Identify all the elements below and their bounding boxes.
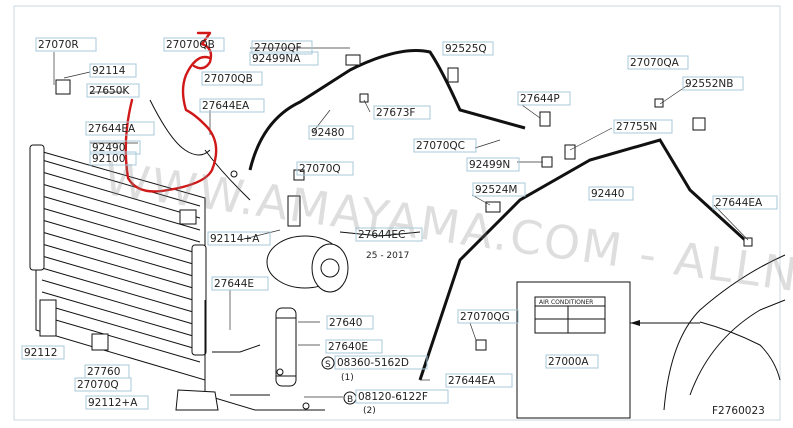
label-27070q-upper: 27070Q [299,163,341,175]
label-92499na: 92499NA [252,53,301,65]
label-92480: 92480 [311,127,344,139]
label-27644e: 27644E [214,278,254,290]
label-92440: 92440 [591,188,624,200]
label-27070qb-top: 27070QB [166,39,215,51]
label-92100: 92100 [92,153,125,165]
label-27644ea-mid: 27644EA [202,100,250,112]
label-27640: 27640 [329,317,362,329]
label-27070qg: 27070QG [460,311,510,323]
label-08120-6122f: 08120-6122F [358,391,428,403]
label-92112: 92112 [24,347,57,359]
label-92552nb: 92552NB [685,78,733,90]
label-27673f: 27673F [376,107,415,119]
label-27070q-lower: 27070Q [77,379,119,391]
label-27070r: 27070R [38,39,79,51]
label-27070qf: 27070QF [254,42,302,54]
label-date: 25 - 2017 [366,251,409,261]
red-annotation: 3 [124,31,218,193]
bolt-marker-b: B [347,395,353,405]
label-92114: 92114 [92,65,126,77]
label-27644ec: 27644EC [358,229,405,241]
label-27650k: 27650K [89,85,130,97]
label-92490: 92490 [92,142,125,154]
compressor [266,195,349,293]
label-27760: 27760 [87,366,120,378]
label-figure-code: F2760023 [712,405,765,417]
pipes [149,48,747,411]
placard-title: AIR CONDITIONER [539,299,593,306]
vehicle-hood [663,254,786,411]
label-27755n: 27755N [616,121,657,133]
placard-box: AIR CONDITIONER [516,281,700,419]
bolt-marker-s: S [325,360,331,370]
label-27644ea-left: 27644EA [88,123,136,135]
label-qty-2: (2) [363,406,376,416]
label-08360-5162d: 08360-5162D [337,357,409,369]
label-92525q: 92525Q [445,43,487,55]
bolt-markers: S B [321,356,357,405]
label-27644ea-lower: 27644EA [448,375,496,387]
label-92114a: 92114+A [210,233,260,245]
label-27070qa: 27070QA [630,57,680,69]
part-labels: 27070R 92114 27650K 27644EA 92490 92100 … [24,39,765,417]
label-92499n: 92499N [469,159,510,171]
label-27070qb: 27070QB [204,73,253,85]
label-qty-1: (1) [341,373,354,383]
clips-and-fasteners [39,54,753,411]
label-92112a: 92112+A [88,397,138,409]
label-boxes [21,37,778,410]
label-92524m: 92524M [475,184,517,196]
label-27070qc: 27070QC [416,140,465,152]
label-27640e: 27640E [328,341,368,353]
diagram-frame [13,5,781,421]
receiver-drier [275,307,297,387]
label-27000a: 27000A [548,356,589,368]
condenser [29,144,207,381]
annotation-digit-drawn [192,31,213,70]
label-27644ea-right: 27644EA [715,197,763,209]
annotation-number: 3 [216,63,218,65]
label-27644p: 27644P [520,93,560,105]
